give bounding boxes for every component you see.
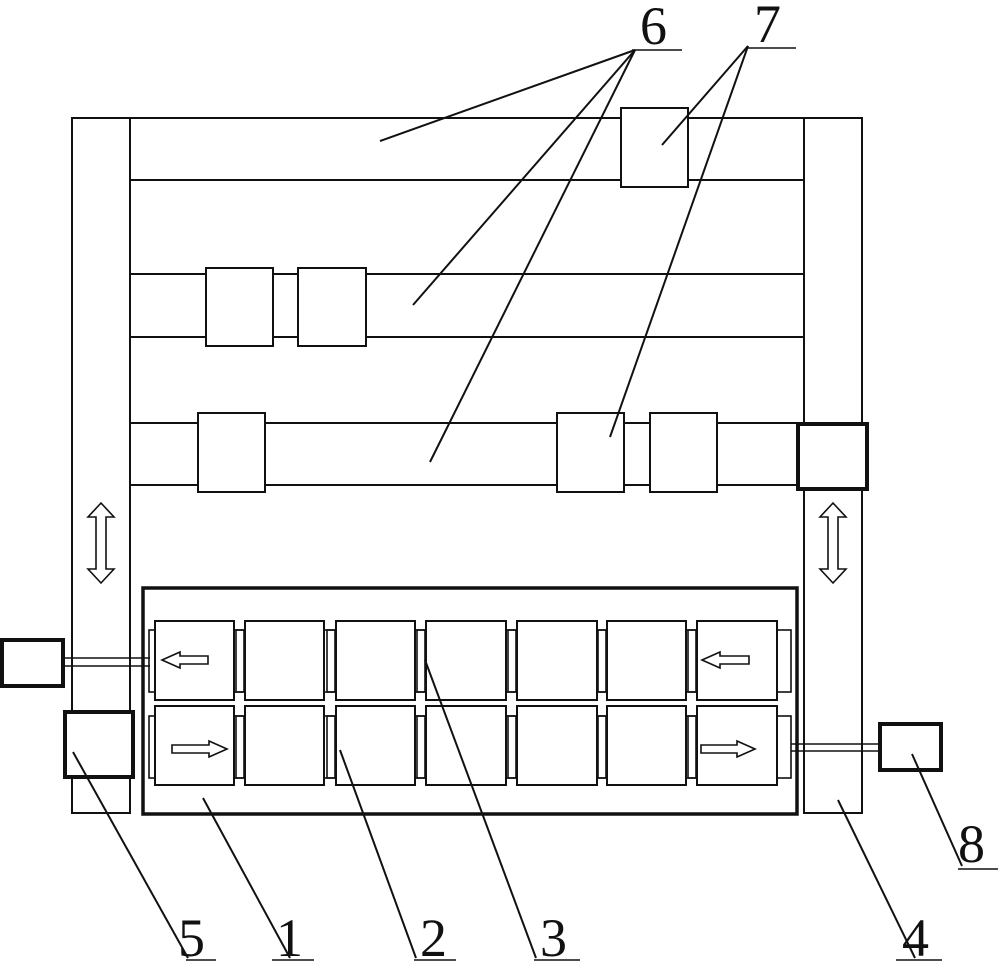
leader-line <box>610 46 748 437</box>
conveyor-tray <box>245 621 324 700</box>
conveyor-tray <box>245 706 324 785</box>
label-1: 1 <box>276 908 303 966</box>
stored-tray <box>650 413 717 492</box>
right-pusher-box <box>880 724 941 770</box>
conveyor-tray <box>426 706 506 785</box>
label-5: 5 <box>178 908 205 966</box>
left-lift-carriage <box>65 712 133 777</box>
label-4: 4 <box>902 908 929 966</box>
roller-divider <box>598 630 606 692</box>
conveyor-tray <box>426 621 506 700</box>
stored-tray <box>621 108 688 187</box>
label-3: 3 <box>540 908 567 966</box>
conveyor-tray <box>517 621 597 700</box>
conveyor-tray <box>697 621 777 700</box>
label-underlines <box>186 48 998 960</box>
conveyor-tray <box>607 706 686 785</box>
right-lift-carriage <box>798 424 867 489</box>
roller-divider <box>327 716 335 778</box>
stored-tray <box>206 268 273 346</box>
left-lift-rail <box>72 118 130 813</box>
roller-divider <box>598 716 606 778</box>
conveyor-tray <box>607 621 686 700</box>
conveyor-tray <box>336 621 415 700</box>
label-6: 6 <box>640 0 667 56</box>
label-7: 7 <box>754 0 781 54</box>
roller-divider <box>236 716 244 778</box>
roller-divider <box>236 630 244 692</box>
roller-divider <box>688 630 696 692</box>
label-8: 8 <box>958 814 985 874</box>
conveyor-tray <box>517 706 597 785</box>
roller-divider <box>508 630 516 692</box>
stored-tray <box>198 413 265 492</box>
roller-divider <box>417 716 425 778</box>
roller-divider <box>327 630 335 692</box>
roller-divider <box>508 716 516 778</box>
stored-tray <box>298 268 366 346</box>
roller-divider <box>417 630 425 692</box>
left-pusher-box <box>2 640 63 686</box>
conveyor-trays-lower <box>155 706 777 785</box>
conveyor-trays-upper <box>155 621 777 700</box>
conveyor-tray <box>155 621 234 700</box>
roller-divider <box>688 716 696 778</box>
storage-shelf-top <box>130 118 804 180</box>
label-2: 2 <box>420 908 447 966</box>
